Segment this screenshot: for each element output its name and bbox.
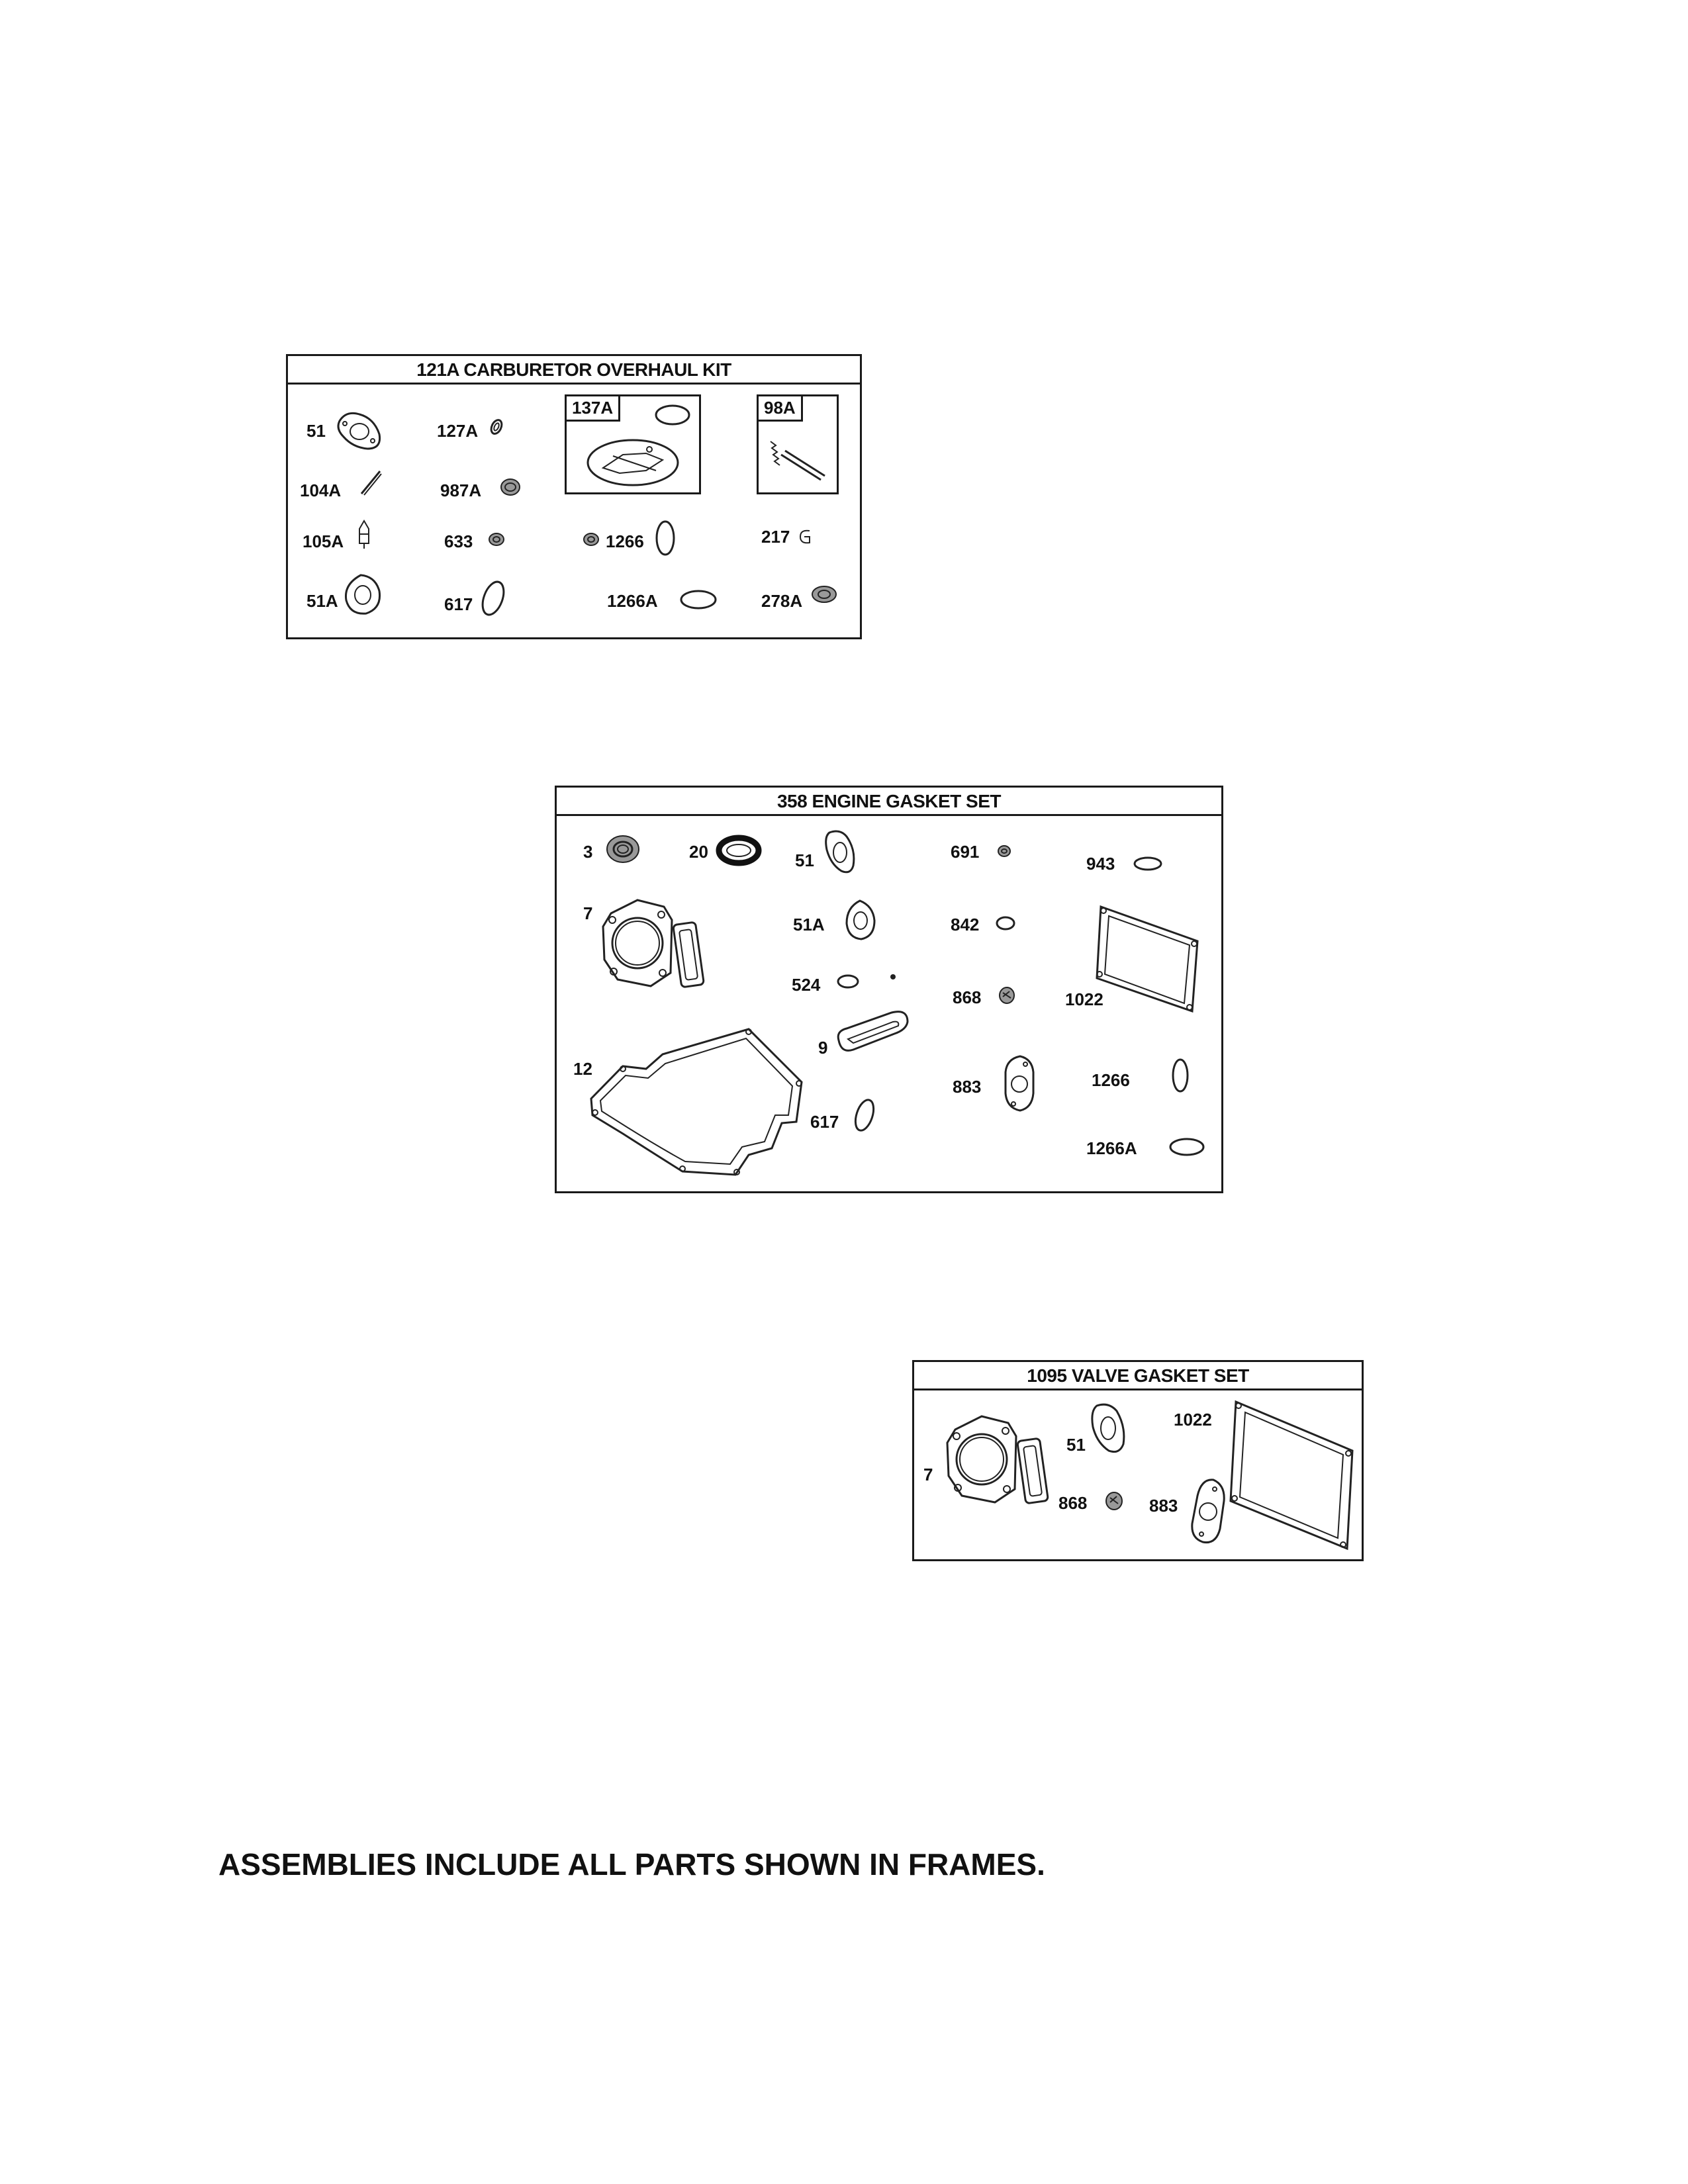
pin-icon — [360, 471, 382, 496]
part-label-7: 7 — [923, 1465, 933, 1484]
part-label-1022: 1022 — [1065, 989, 1103, 1009]
flat-oring-icon — [680, 590, 717, 610]
small-washer-icon — [583, 533, 599, 546]
float-bowl-gasket-icon — [586, 439, 679, 486]
head-gasket-icon — [946, 1415, 1049, 1504]
part-label-868: 868 — [1058, 1493, 1088, 1513]
large-oring-icon — [481, 580, 505, 616]
part-label-987a: 987A — [440, 480, 482, 500]
part-label-868: 868 — [953, 987, 982, 1007]
part-label-104a: 104A — [300, 480, 342, 500]
part-label-51: 51 — [306, 421, 326, 441]
part-label-1266a: 1266A — [607, 591, 658, 611]
large-oring-icon — [854, 1099, 875, 1132]
small-oring-icon — [490, 419, 503, 435]
part-label-633: 633 — [444, 531, 473, 551]
subframe-137a: 137A — [565, 394, 701, 494]
spring-screw-icon — [770, 441, 825, 481]
part-label-1266: 1266 — [606, 531, 644, 551]
subframe-98a-tag: 98A — [759, 396, 803, 422]
part-label-12: 12 — [573, 1059, 592, 1079]
small-washer-icon — [998, 845, 1011, 857]
engine-gasket-set-title: 358 ENGINE GASKET SET — [557, 788, 1221, 816]
dot-marker-icon — [890, 974, 896, 979]
part-label-617: 617 — [810, 1112, 839, 1132]
seal-ring-icon — [500, 478, 520, 496]
oring-icon — [655, 404, 690, 426]
oil-seal-icon — [606, 835, 639, 863]
crankcase-gasket-icon — [590, 1028, 803, 1176]
part-label-217: 217 — [761, 527, 790, 547]
subframe-137a-tag: 137A — [567, 396, 621, 422]
engine-gasket-set-frame: 358 ENGINE GASKET SET 3 20 51 691 943 7 — [555, 786, 1223, 1193]
part-label-842: 842 — [951, 915, 980, 934]
part-label-617: 617 — [444, 594, 473, 614]
part-label-105a: 105A — [303, 531, 344, 551]
rocker-cover-gasket-icon — [1229, 1400, 1354, 1551]
part-label-883: 883 — [1149, 1496, 1178, 1516]
oval-oring-icon — [655, 520, 675, 556]
valve-gasket-set-title: 1095 VALVE GASKET SET — [914, 1362, 1362, 1390]
part-label-1266: 1266 — [1092, 1070, 1130, 1090]
part-label-51a: 51A — [306, 591, 338, 611]
subframe-98a: 98A — [757, 394, 839, 494]
part-label-943: 943 — [1086, 854, 1115, 874]
part-label-278a: 278A — [761, 591, 803, 611]
oring-icon — [1133, 856, 1162, 871]
part-label-524: 524 — [792, 975, 821, 995]
part-label-51: 51 — [795, 850, 814, 870]
carb-flange-gasket-icon — [825, 830, 855, 874]
part-label-691: 691 — [951, 842, 980, 862]
clip-icon — [799, 529, 810, 544]
spacer-gasket-icon — [344, 574, 381, 615]
part-label-127a: 127A — [437, 421, 479, 441]
washer-icon — [489, 533, 504, 546]
carb-flange-gasket-icon — [337, 412, 381, 450]
seal-washer-icon — [812, 586, 837, 603]
carburetor-kit-title: 121A CARBURETOR OVERHAUL KIT — [288, 356, 860, 385]
part-label-51a: 51A — [793, 915, 825, 934]
spacer-gasket-icon — [845, 899, 876, 940]
part-label-1022: 1022 — [1174, 1410, 1212, 1430]
part-label-1266a: 1266A — [1086, 1138, 1137, 1158]
small-oring-icon — [837, 974, 859, 989]
carburetor-overhaul-kit-frame: 121A CARBURETOR OVERHAUL KIT 51 127A 104… — [286, 354, 862, 639]
valve-seal-icon — [1105, 1492, 1123, 1510]
part-label-9: 9 — [818, 1038, 828, 1058]
assemblies-note: ASSEMBLIES INCLUDE ALL PARTS SHOWN IN FR… — [218, 1847, 1045, 1882]
intake-gasket-icon — [837, 1011, 909, 1052]
part-label-883: 883 — [953, 1077, 982, 1097]
carb-flange-gasket-icon — [1091, 1403, 1125, 1453]
part-label-3: 3 — [583, 842, 593, 862]
part-label-51: 51 — [1066, 1435, 1086, 1455]
seal-ring-icon — [716, 835, 762, 866]
exhaust-gasket-icon — [1004, 1055, 1035, 1112]
valve-gasket-set-frame: 1095 VALVE GASKET SET 7 51 1022 868 883 — [912, 1360, 1364, 1561]
head-gasket-icon — [602, 899, 705, 988]
part-label-20: 20 — [689, 842, 708, 862]
valve-seal-icon — [999, 987, 1015, 1004]
part-label-7: 7 — [583, 903, 593, 923]
flat-oring-icon — [1169, 1138, 1205, 1156]
rocker-cover-gasket-icon — [1096, 905, 1199, 1013]
small-oring-icon — [996, 916, 1015, 931]
oval-oring-icon — [1172, 1058, 1189, 1093]
inlet-needle-icon — [359, 520, 369, 549]
exhaust-gasket-icon — [1191, 1479, 1225, 1544]
